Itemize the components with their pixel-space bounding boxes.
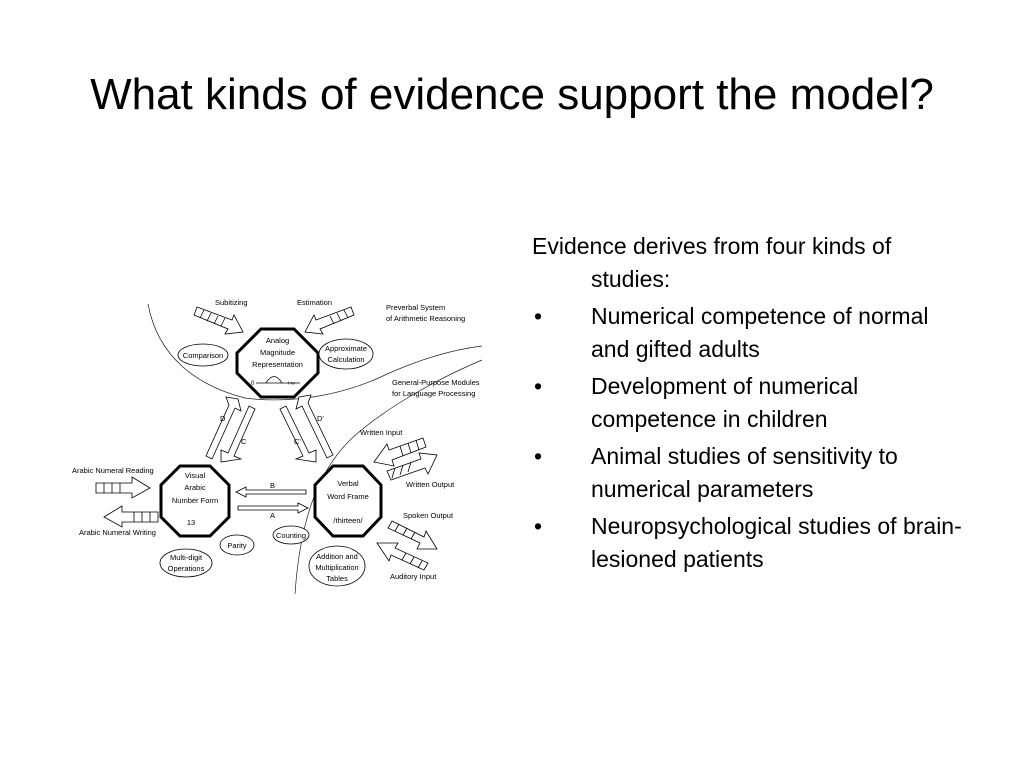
bullet-icon: • [534,443,543,469]
bullet-icon: • [534,303,543,329]
visual-arabic-module [159,464,231,538]
language-label-1: General-Purpose Modules [392,378,480,387]
route-b-arrow [235,486,307,498]
route-c-prime-label: C' [294,437,301,446]
approximate-calculation-bubble [318,338,374,370]
visual-label-1: Visual [185,471,206,480]
route-d-arrow [205,396,242,460]
analog-scale-curve [265,376,283,384]
arabic-writing-label: Arabic Numeral Writing [79,528,156,537]
evidence-item: • Animal studies of sensitivity to numer… [532,440,972,506]
preverbal-label-1: Preverbal System [386,303,445,312]
evidence-panel: Evidence derives from four kinds of stud… [532,230,972,580]
approximate-label-2: Calculation [327,355,364,364]
slide-title: What kinds of evidence support the model… [90,70,934,119]
route-c-arrow [220,405,256,463]
evidence-item: • Neuropsychological studies of brain-le… [532,510,972,576]
evidence-item: • Development of numerical competence in… [532,370,972,436]
arabic-reading-label: Arabic Numeral Reading [72,466,154,475]
estimation-label: Estimation [297,298,332,307]
analog-label-2: Magnitude [260,348,295,357]
triple-code-model-diagram: Preverbal System of Arithmetic Reasoning… [72,298,483,595]
tables-label-3: Tables [326,574,348,583]
visual-label-2: Arabic [184,483,206,492]
auditory-input-arrow [376,542,429,571]
parity-label: Parity [227,541,246,550]
visual-label-3: Number Form [172,496,218,505]
tables-bubble [308,545,366,587]
estimation-arrow [304,306,355,335]
verbal-word-frame-module [313,464,383,538]
comparison-bubble [177,343,229,367]
analog-magnitude-module [235,327,320,399]
tables-label-1: Addition and [316,552,358,561]
evidence-item-text: Numerical competence of normal and gifte… [591,303,929,362]
route-a-label: A [270,511,275,520]
counting-bubble [272,525,310,545]
written-input-arrow [373,437,427,467]
multi-digit-bubble [159,548,213,578]
visual-example: 13 [187,518,195,527]
language-label-2: for Language Processing [392,389,475,398]
route-c-prime-arrow [279,405,317,463]
spoken-output-label: Spoken Output [403,511,454,520]
route-c-label: C [241,437,247,446]
evidence-item-text: Neuropsychological studies of brain-lesi… [591,513,962,572]
route-a-arrow [237,502,309,514]
multi-digit-label-2: Operations [168,564,205,573]
approximate-label-1: Approximate [325,344,367,353]
counting-label: Counting [276,531,306,540]
verbal-label-2: Word Frame [327,492,369,501]
subitizing-arrow [193,306,244,335]
evidence-list: • Numerical competence of normal and gif… [532,300,972,576]
comparison-label: Comparison [183,351,223,360]
analog-label-3: Representation [252,360,303,369]
arabic-writing-arrow [103,505,159,528]
route-b-label: B [270,481,275,490]
subitizing-label: Subitizing [215,298,248,307]
route-d-label: D [220,414,226,423]
tables-label-2: Multiplication [315,563,358,572]
bullet-icon: • [534,373,543,399]
written-output-arrow [386,452,438,481]
written-output-label: Written Output [406,480,455,489]
route-d-prime-label: D' [317,414,324,423]
verbal-label-1: Verbal [337,479,359,488]
multi-digit-label-1: Multi-digit [170,553,203,562]
evidence-item-text: Animal studies of sensitivity to numeric… [591,443,898,502]
bullet-icon: • [534,513,543,539]
analog-scale-infinity: +∞ [287,381,295,387]
route-d-prime-arrow [295,394,334,459]
analog-scale-zero: 0 [251,381,255,387]
arabic-reading-arrow [95,476,151,499]
evidence-item: • Numerical competence of normal and gif… [532,300,972,366]
preverbal-label-2: of Arithmetic Reasoning [386,314,465,323]
spoken-output-arrow [387,520,438,550]
parity-bubble [219,534,255,556]
written-input-label: Written Input [360,428,403,437]
verbal-example: /thirteen/ [333,516,363,525]
evidence-intro: Evidence derives from four kinds of stud… [532,233,892,292]
auditory-input-label: Auditory Input [390,572,437,581]
evidence-item-text: Development of numerical competence in c… [591,373,859,432]
analog-label-1: Analog [266,336,289,345]
